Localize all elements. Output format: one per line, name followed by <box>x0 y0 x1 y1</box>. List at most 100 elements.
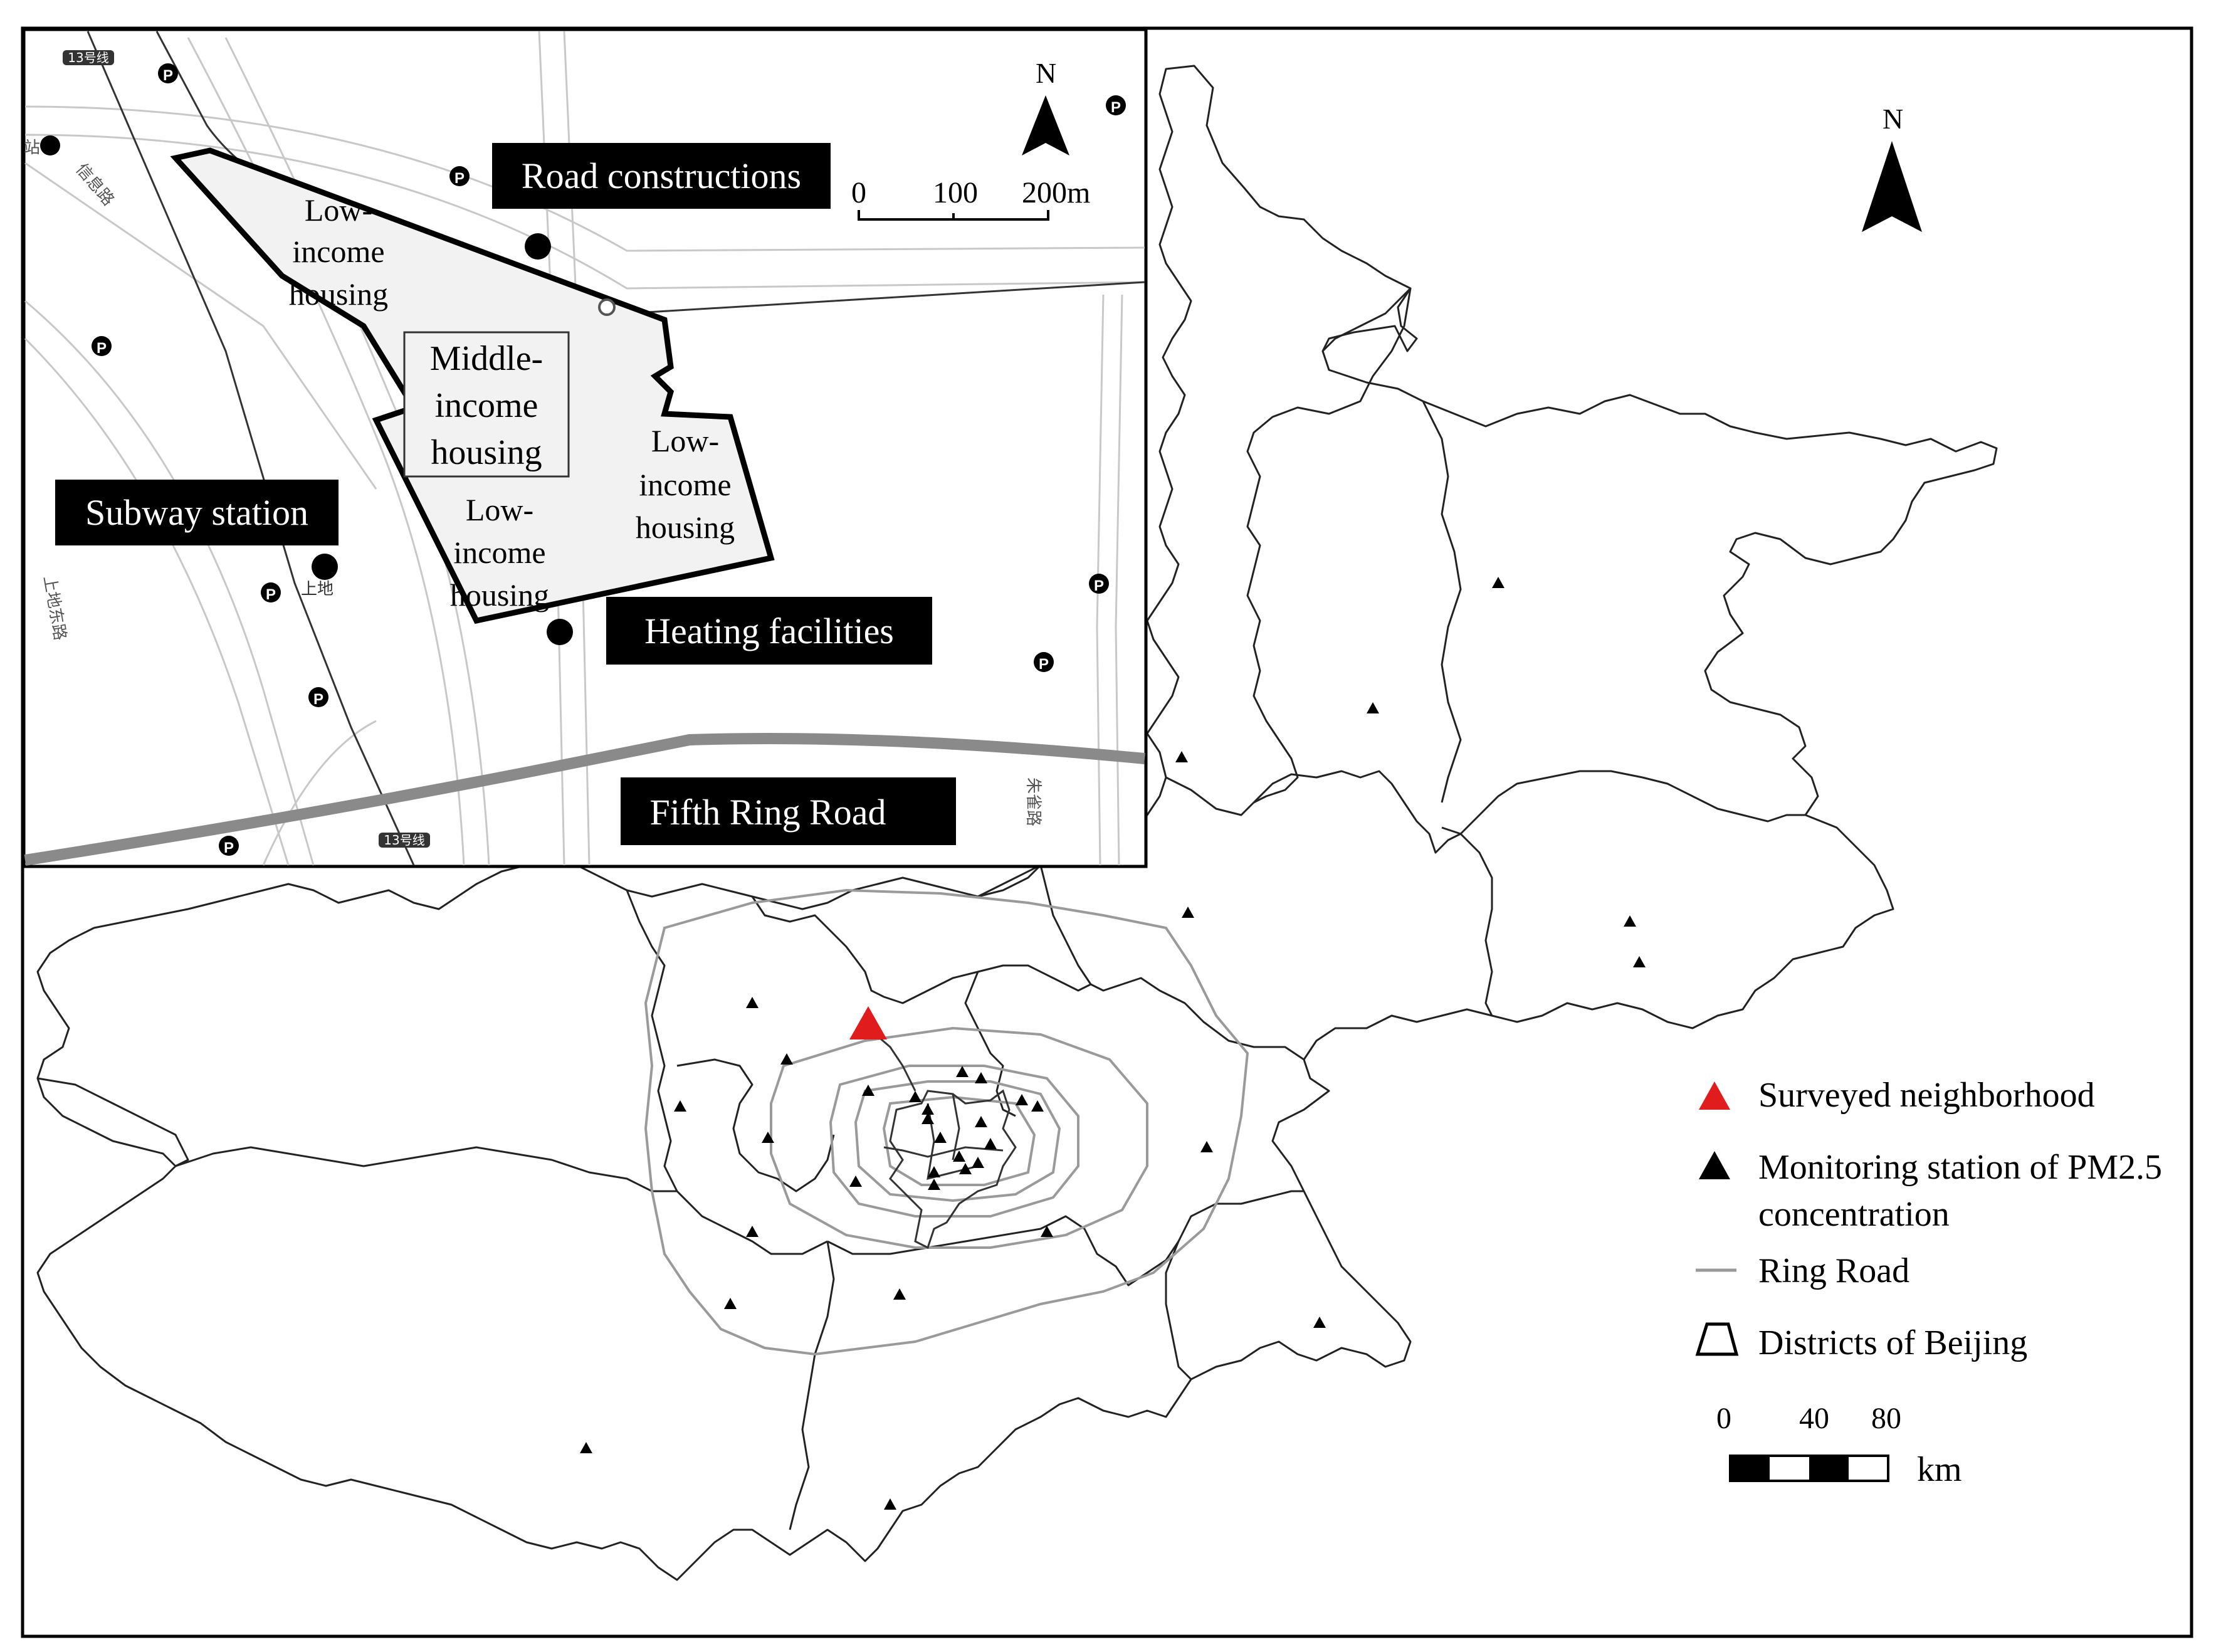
station-marker <box>1016 1094 1028 1105</box>
station-marker <box>1041 1226 1053 1237</box>
station-marker <box>909 1091 922 1102</box>
low-income-housing-1-line1: Low- <box>305 192 372 228</box>
street-label: 上地 <box>301 580 333 599</box>
station-marker <box>1175 751 1188 762</box>
svg-text:P: P <box>97 340 107 357</box>
middle-income-housing-line3: housing <box>431 433 542 472</box>
legend-ring-road-label: Ring Road <box>1758 1251 1909 1290</box>
station-marker <box>984 1138 997 1149</box>
svg-text:Road constructions: Road constructions <box>522 155 801 196</box>
fifth-ring-road-label: Fifth Ring Road <box>621 777 956 845</box>
north-arrow-icon: N <box>1022 57 1069 155</box>
svg-text:P: P <box>313 691 323 708</box>
parking-icon: P <box>308 687 328 708</box>
main-north-label: N <box>1883 103 1903 135</box>
inset-scale-tick-200: 200m <box>1022 176 1090 209</box>
ring-roads <box>644 888 1249 1356</box>
low-income-housing-1-line2: income <box>292 234 384 269</box>
street-label: 13号线 <box>68 50 108 65</box>
station-marker <box>780 1053 793 1065</box>
district-boundary-line <box>789 1241 835 1530</box>
station-marker <box>975 1116 987 1127</box>
district-boundary-line <box>1459 833 1493 1016</box>
subway-line-13 <box>87 31 415 866</box>
main-scale-tick-40: 40 <box>1799 1402 1829 1435</box>
fifth-ring-road-inset <box>24 733 1145 866</box>
middle-income-box <box>403 331 570 478</box>
station-marker <box>1182 907 1194 918</box>
low-income-housing-3-line3: housing <box>450 577 549 613</box>
svg-text:P: P <box>1094 577 1104 594</box>
main-scale-unit: km <box>1917 1450 1962 1489</box>
central-district-divider <box>883 1146 1004 1158</box>
street-label: 站 <box>24 139 40 157</box>
street-label: 朱雀路 <box>1024 777 1042 826</box>
street-label: 13号线 <box>384 833 424 848</box>
station-marker <box>1031 1100 1044 1112</box>
station-marker <box>580 1442 592 1453</box>
low-income-housing-2-line2: income <box>639 467 731 502</box>
station-marker <box>1624 915 1636 927</box>
district-boundary-line <box>1246 288 1412 804</box>
surveyed-neighborhood-marker[interactable] <box>849 1006 887 1039</box>
district-boundary-line <box>1039 865 1305 1061</box>
district-boundary-line <box>1177 1190 1304 1242</box>
parking-icon: P <box>92 336 112 357</box>
station-marker <box>972 1157 984 1168</box>
station-marker <box>724 1298 737 1309</box>
station-marker <box>928 1179 940 1190</box>
station-marker <box>959 1163 972 1174</box>
inset-scale-tick-0: 0 <box>851 176 866 209</box>
main-scale-tick-80: 80 <box>1871 1402 1901 1435</box>
low-income-housing-3-line1: Low- <box>466 492 533 527</box>
point-marker-icon <box>312 554 338 580</box>
parking-icon: P <box>1089 574 1109 594</box>
station-marker <box>849 1176 862 1187</box>
central-district-divider <box>927 1093 979 1181</box>
road-constructions-label: Road constructions <box>492 143 831 209</box>
district-boundary-line <box>175 1146 677 1192</box>
district-boundary-line <box>1459 770 1805 835</box>
station-marker <box>862 1085 874 1096</box>
district-boundary-line <box>1252 770 1462 854</box>
legend-districts-label: Districts of Beijing <box>1758 1323 2027 1362</box>
station-marker <box>956 1066 969 1077</box>
svg-text:P: P <box>224 839 234 856</box>
svg-text:P: P <box>454 170 465 187</box>
point-marker-icon <box>525 233 551 260</box>
district-boundary-line <box>37 1077 189 1167</box>
station-marker <box>884 1498 896 1510</box>
heating-facilities-label: Heating facilities <box>606 597 932 665</box>
subway-station-label: Subway station <box>55 480 339 545</box>
station-marker <box>1633 956 1646 967</box>
low-income-housing-2-line1: Low- <box>651 423 719 458</box>
district-boundary-line <box>1165 776 1255 816</box>
svg-text:P: P <box>163 67 173 84</box>
district-boundary-line <box>1422 401 1462 803</box>
inset-map: Low- income housing Middle- income housi… <box>22 28 1148 868</box>
district-boundary-line <box>827 1215 1180 1286</box>
station-marker <box>922 1113 934 1124</box>
main-scale-tick-0: 0 <box>1716 1402 1731 1435</box>
district-boundary-line <box>1165 1241 1192 1381</box>
station-marker <box>762 1132 774 1143</box>
station-marker <box>934 1132 947 1143</box>
road-node-marker <box>598 298 616 316</box>
district-boundary-line <box>676 1190 828 1255</box>
legend-station-label-line2: concentration <box>1758 1195 1950 1234</box>
parking-icon: P <box>261 582 281 603</box>
fourth-ring-road <box>829 1065 1079 1218</box>
legend-station-marker <box>1699 1151 1730 1179</box>
legend-district-symbol <box>1695 1322 1739 1356</box>
low-income-housing-2-line3: housing <box>636 510 735 545</box>
station-marker <box>674 1100 686 1112</box>
station-marker <box>746 1226 759 1237</box>
station-marker <box>975 1072 987 1083</box>
middle-income-housing-line2: income <box>435 386 538 425</box>
district-boundary-line <box>1321 287 1412 352</box>
station-marker <box>1367 702 1379 713</box>
middle-income-housing-line1: Middle- <box>430 339 543 378</box>
parking-icon: P <box>1106 95 1126 116</box>
station-marker <box>1492 577 1504 588</box>
